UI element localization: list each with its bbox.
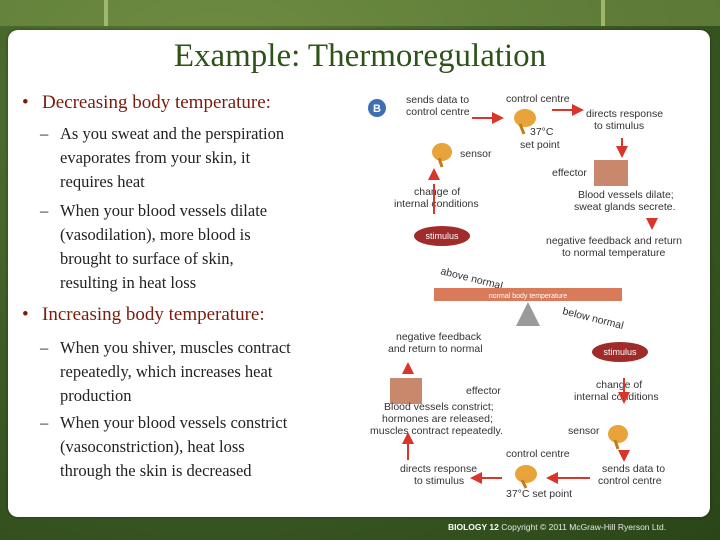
fulcrum-icon xyxy=(516,302,540,326)
sensor-icon xyxy=(432,143,452,168)
sub-line: requires heat xyxy=(60,172,145,191)
footer-book: BIOLOGY 12 xyxy=(448,522,499,532)
brain-icon xyxy=(514,109,536,135)
sub-bullet-shiver: – When you shiver, muscles contract repe… xyxy=(40,336,360,408)
bullet-text: Decreasing body temperature: xyxy=(42,92,271,113)
sub-line: production xyxy=(60,386,132,405)
beam-label: normal body temperature xyxy=(489,293,567,300)
below-normal-label: below normal xyxy=(561,305,625,332)
sub-line: (vasoconstriction), heat loss xyxy=(60,437,245,456)
diagram-badge: B xyxy=(368,99,386,117)
sub-bullet-dilate: – When your blood vessels dilate (vasodi… xyxy=(40,199,360,295)
slide-title: Example: Thermoregulation xyxy=(173,38,547,74)
bullet-increasing: • Increasing body temperature: xyxy=(22,304,265,326)
top-bar xyxy=(0,0,720,26)
stimulus-badge-left: stimulus xyxy=(414,226,470,246)
sub-marker: – xyxy=(40,201,49,220)
bullet-marker: • xyxy=(22,92,29,113)
sub-line: When you shiver, muscles contract xyxy=(60,338,291,357)
sensor-label: sensor xyxy=(460,148,492,160)
stimulus-badge-right: stimulus xyxy=(592,342,648,362)
bullet-marker: • xyxy=(22,304,29,325)
sub-line: When your blood vessels dilate xyxy=(60,201,268,220)
content-panel xyxy=(8,30,710,517)
sub-marker: – xyxy=(40,413,49,432)
svg-text:stimulus: stimulus xyxy=(603,347,637,357)
top-bar-divider xyxy=(104,0,108,26)
control-centre-label: control centre xyxy=(506,93,570,105)
sub-line: As you sweat and the perspiration xyxy=(60,124,285,143)
svg-text:B: B xyxy=(373,103,381,115)
sub-bullet-constrict: – When your blood vessels constrict (vas… xyxy=(40,411,360,483)
effector-label: effector xyxy=(552,167,587,179)
bullet-decreasing: • Decreasing body temperature: xyxy=(22,92,271,114)
bullet-text: Increasing body temperature: xyxy=(42,304,265,325)
skin-icon xyxy=(594,160,628,186)
temperature-beam xyxy=(434,288,622,301)
skin-icon xyxy=(390,378,422,404)
sensor-label-bottom: sensor xyxy=(568,425,600,437)
sub-marker: – xyxy=(40,124,49,143)
footer-copyright: Copyright © 2011 McGraw-Hill Ryerson Ltd… xyxy=(501,522,667,532)
effector-label-bottom: effector xyxy=(466,385,501,397)
sub-bullet-sweat: – As you sweat and the perspiration evap… xyxy=(40,122,360,194)
effector-result-bottom: Blood vessels constrict;hormones are rel… xyxy=(370,401,503,437)
sub-line: When your blood vessels constrict xyxy=(60,413,288,432)
sub-line: repeatedly, which increases heat xyxy=(60,362,273,381)
footer: BIOLOGY 12 Copyright © 2011 McGraw-Hill … xyxy=(448,522,666,532)
sensor-icon-bottom xyxy=(608,425,628,450)
sub-line: brought to surface of skin, xyxy=(60,249,234,268)
effector-result-label: Blood vessels dilate;sweat glands secret… xyxy=(574,189,676,213)
sub-line: (vasodilation), more blood is xyxy=(60,225,251,244)
sub-line: through the skin is decreased xyxy=(60,461,252,480)
control-centre-bottom: control centre xyxy=(506,448,570,460)
set-point-bottom: 37°C set point xyxy=(506,488,572,500)
sub-line: resulting in heat loss xyxy=(60,273,197,292)
sub-marker: – xyxy=(40,338,49,357)
top-bar-divider xyxy=(601,0,605,26)
sub-line: evaporates from your skin, it xyxy=(60,148,251,167)
brain-icon-bottom xyxy=(515,465,537,489)
svg-text:stimulus: stimulus xyxy=(425,231,459,241)
